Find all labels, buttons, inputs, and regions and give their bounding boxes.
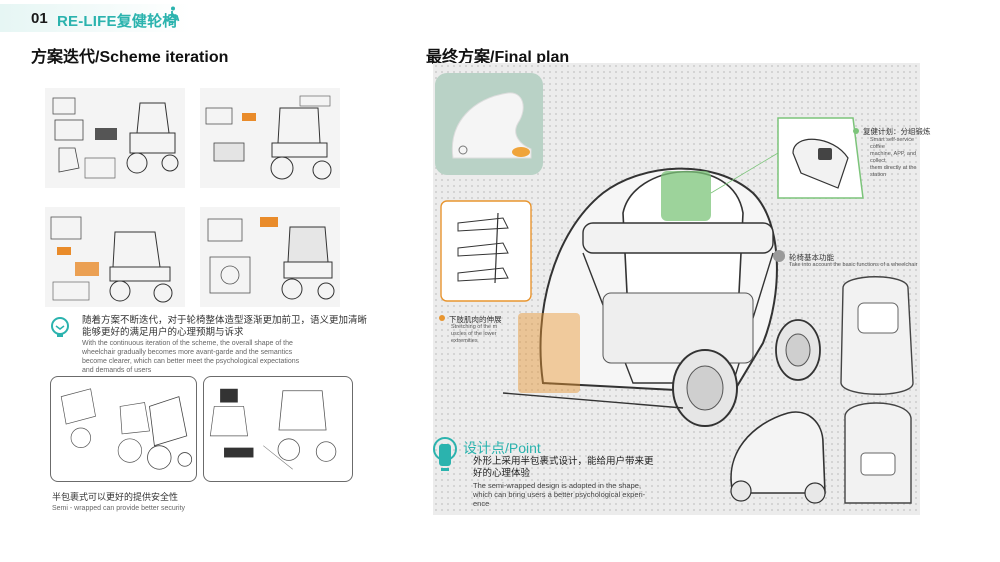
design-point-cn-line-2: 好的心理体验 — [473, 468, 531, 479]
design-point-en-line-3: ence — [473, 499, 490, 508]
project-title: RE-LIFE复健轮椅 — [57, 13, 178, 30]
iteration-desc-cn-line-2: 能够更好的满足用户的心理预期与诉求 — [82, 327, 244, 338]
design-point-cn: 外形上采用半包裹式设计，能给用户带来更 好的心理体验 — [473, 456, 654, 480]
wheelchair-icon — [167, 6, 180, 24]
lightbulb-icon — [51, 317, 69, 337]
leg-stretch-en-line-1: Stretching of the m — [451, 324, 498, 330]
sketch-iteration-2 — [200, 88, 340, 188]
wheelchair-render — [433, 73, 914, 504]
rehab-plan-label-en: Smart self-service coffee machine, APP, … — [870, 137, 920, 179]
basic-function-label-en: Take into account the basic functions of… — [789, 262, 918, 268]
leg-stretch-label-en: Stretching of the m uscles of the lower … — [451, 324, 497, 345]
sketch-iteration-4 — [200, 207, 340, 307]
zoom-leg-rest — [440, 200, 532, 302]
final-plan-title: 最终方案/Final plan — [426, 49, 570, 66]
side-view-render — [730, 411, 826, 494]
rehab-plan-en-line-1: Smart self-service coffee — [870, 137, 915, 150]
iteration-desc-en-line-3: become clearer, which can better meet th… — [82, 358, 300, 365]
iteration-desc-en: With the continuous iteration of the sch… — [82, 339, 299, 375]
leg-stretch-en-line-2: uscles of the lower — [451, 331, 497, 337]
grey-marker — [779, 253, 785, 259]
orange-marker — [439, 315, 445, 321]
design-point-en: The semi-wrapped design is adopted in th… — [473, 481, 645, 508]
sketch-iteration-3 — [45, 207, 185, 307]
design-point-title: 设计点/Point — [463, 440, 541, 456]
leg-stretch-label-cn: 下肢肌肉的伸展 — [449, 315, 502, 324]
sketch-iteration-1 — [45, 88, 185, 188]
top-view-render — [840, 276, 914, 395]
leg-stretch-en-line-3: extremities — [451, 338, 478, 344]
iteration-desc-en-line-2: wheelchair gradually becomes more avant-… — [82, 349, 293, 356]
rehab-plan-label-cn: 复健计划：分组锻炼 — [863, 127, 931, 136]
iteration-desc-cn-line-1: 随着方案不断迭代，对于轮椅整体造型逐渐更加前卫，语义更加清晰 — [82, 315, 368, 326]
design-point-en-line-2: which can bring users a better psycholog… — [473, 490, 646, 499]
scheme-iteration-title: 方案迭代/Scheme iteration — [31, 49, 229, 66]
semi-wrapped-cn: 半包裹式可以更好的提供安全性 — [52, 492, 179, 502]
header-bar — [0, 4, 190, 32]
rehab-plan-en-line-2: machine, APP, and collect — [870, 151, 917, 164]
rehab-plan-en-line-3: them directly at the station — [870, 165, 917, 178]
iteration-desc-cn: 随着方案不断迭代，对于轮椅整体造型逐渐更加前卫，语义更加清晰 能够更好的满足用户… — [82, 315, 367, 339]
design-point-en-line-1: The semi-wrapped design is adopted in th… — [473, 481, 642, 490]
iteration-desc-en-line-4: and demands of users — [82, 367, 152, 374]
highlight-leg-rest — [518, 313, 580, 393]
semi-wrapped-sketch-2 — [203, 376, 353, 482]
semi-wrapped-en: Semi - wrapped can provide better securi… — [52, 505, 186, 512]
semi-wrapped-sketch-1 — [50, 376, 197, 482]
basic-function-label-cn: 轮椅基本功能 — [789, 253, 834, 262]
green-marker — [853, 128, 859, 134]
highlight-rehab-console — [661, 171, 711, 221]
final-plan-panel: 复健计划：分组锻炼 Smart self-service coffee mach… — [433, 63, 931, 515]
design-point-cn-line-1: 外形上采用半包裹式设计，能给用户带来更 — [473, 456, 654, 467]
page-number: 01 — [31, 10, 48, 27]
iteration-desc-en-line-1: With the continuous iteration of the sch… — [82, 340, 293, 347]
